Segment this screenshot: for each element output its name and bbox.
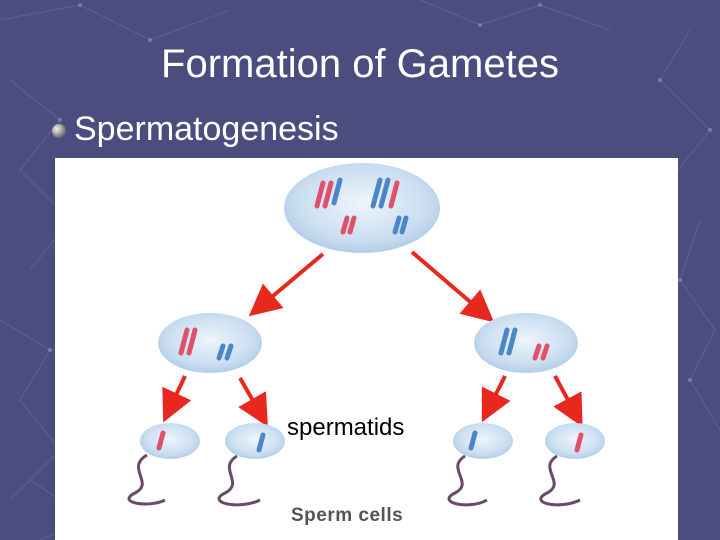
- arrows-level-1: [248, 250, 495, 323]
- bullet-text: Spermatogenesis: [74, 110, 339, 148]
- arrows-level-2: [162, 375, 583, 428]
- secondary-spermatocyte-right: [474, 313, 578, 373]
- sperm-cell-1: [127, 423, 200, 506]
- slide-title: Formation of Gametes: [161, 42, 559, 86]
- spermatogenesis-figure: [55, 158, 678, 540]
- sperm-cell-4: [539, 423, 605, 507]
- bullet-icon: [52, 124, 66, 138]
- primary-spermatocyte-cell: [284, 163, 440, 253]
- secondary-spermatocyte-left: [158, 313, 262, 373]
- spermatids-label: spermatids: [287, 414, 405, 441]
- sperm-cells-label: Sperm cells: [291, 505, 404, 526]
- sperm-cell-3: [447, 423, 513, 507]
- sperm-cell-2: [217, 423, 285, 507]
- spermatogenesis-diagram: [127, 163, 605, 507]
